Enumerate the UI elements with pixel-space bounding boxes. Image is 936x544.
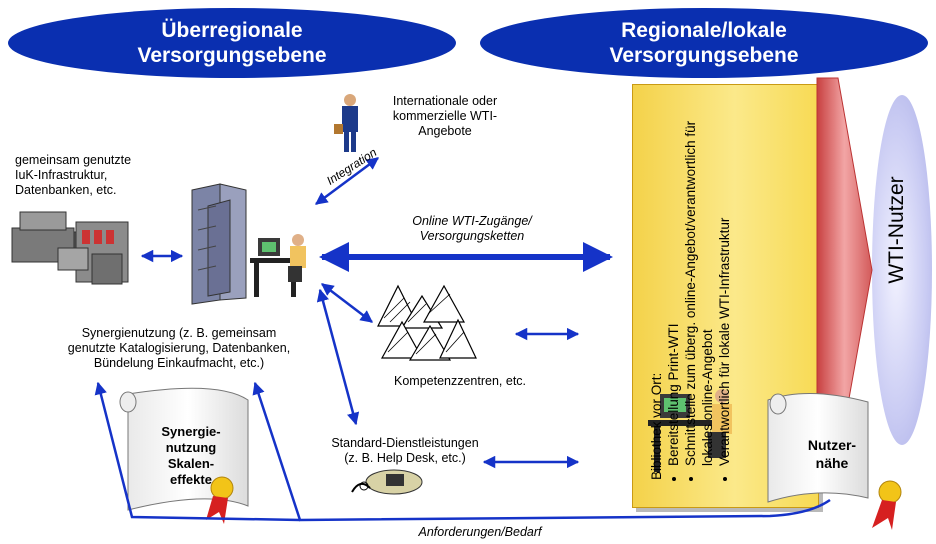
arrow-server-standard	[316, 288, 360, 426]
standard-line2: (z. B. Help Desk, etc.)	[344, 451, 466, 465]
supraregional-title-line2: Versorgungsebene	[137, 44, 327, 67]
synergy-line3: Bündelung Einkaufmacht, etc.)	[93, 356, 265, 370]
library-bullet-1: Bereitstellung Print-WTI	[665, 90, 682, 466]
international-line1: Internationale oder	[392, 94, 498, 108]
demand-label: Anforderungen/Bedarf	[418, 525, 542, 539]
shared-line1: gemeinsam genutzte	[15, 153, 132, 167]
international-label: Internationale oder kommerzielle WTI- An…	[370, 94, 520, 139]
library-bullet-2: Schnittstelle zum überg. online-Angebot/…	[682, 90, 716, 466]
competence-label: Kompetenzzentren, etc.	[394, 374, 527, 388]
demand-line-left	[94, 381, 301, 522]
wti-user-shape	[872, 95, 932, 445]
scroll-right	[767, 392, 869, 503]
workstation-person-icon	[250, 234, 306, 297]
ellipse-regional: Regionale/lokale Versorgungsebene	[480, 8, 928, 78]
synergy-line1: Synergienutzung (z. B. gemeinsam	[81, 326, 277, 340]
seal-right-icon	[872, 480, 902, 530]
scroll-right-text: Nutzer- nähe	[792, 436, 872, 472]
ellipse-supraregional: Überregionale Versorgungsebene	[8, 8, 456, 78]
scroll-right-line2: nähe	[815, 455, 849, 471]
online-line2: Versorgungsketten	[419, 229, 525, 243]
shared-line2: IuK-Infrastruktur,	[15, 168, 108, 182]
standard-services-label: Standard-Dienstleistungen (z. B. Help De…	[305, 436, 505, 466]
library-title: Bibliothek vor Ort:	[649, 372, 664, 480]
online-line1: Online WTI-Zugänge/	[412, 214, 532, 228]
arrow-integration	[314, 156, 380, 206]
supraregional-title-line1: Überregionale	[161, 19, 303, 42]
competence-centers-hatching	[383, 293, 465, 355]
telephone-icon	[351, 469, 423, 495]
demand-line	[252, 381, 831, 522]
online-access-label: Online WTI-Zugänge/ Versorgungsketten	[372, 214, 572, 244]
shared-line3: Datenbanken, etc.	[15, 183, 117, 197]
synergy-line2: genutzte Katalogisierung, Datenbanken,	[67, 341, 291, 355]
shared-infra-label: gemeinsam genutzte IuK-Infrastruktur, Da…	[15, 153, 185, 198]
standard-line1: Standard-Dienstleistungen	[331, 436, 479, 450]
international-line3: Angebote	[418, 124, 472, 138]
international-line2: kommerzielle WTI-	[392, 109, 498, 123]
competence-centers-icon	[377, 284, 477, 361]
scroll-left-line2: nutzung	[165, 440, 217, 455]
mainframe-icon	[11, 211, 129, 285]
library-workstation-icon	[648, 389, 732, 472]
businessman-icon	[334, 94, 358, 152]
server-icon	[191, 183, 247, 305]
scroll-left-text: Synergie- nutzung Skalen- effekte	[146, 424, 236, 488]
regional-title-line1: Regionale/lokale	[621, 19, 787, 42]
synergy-label: Synergienutzung (z. B. gemeinsam genutzt…	[34, 326, 324, 371]
regional-title-line2: Versorgungsebene	[609, 44, 799, 67]
seal-left-icon	[206, 476, 234, 524]
library-text: Bibliothek vor Ort: Bereitstellung Print…	[648, 90, 798, 480]
scroll-left-line1: Synergie-	[161, 424, 221, 439]
scroll-left-line3: Skalen-	[167, 456, 215, 471]
scroll-left-line4: effekte	[170, 472, 212, 487]
scroll-right-line1: Nutzer-	[807, 437, 857, 453]
arrow-server-competence	[321, 283, 373, 323]
library-bullet-3: Verantwortlich für lokale WTI-Infrastruk…	[716, 90, 733, 466]
library-bullets: Bereitstellung Print-WTI Schnittstelle z…	[665, 90, 733, 480]
